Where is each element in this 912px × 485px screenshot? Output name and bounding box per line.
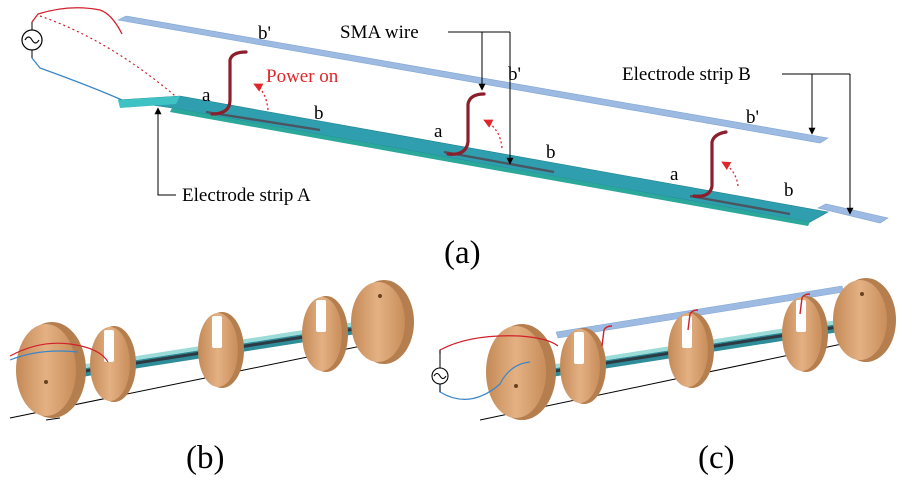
label-a-2: a — [434, 121, 443, 142]
sma-wire-c-3 — [799, 293, 811, 315]
sma-base-2 — [443, 150, 555, 174]
power-on-label: Power on — [266, 66, 339, 87]
disk-b-2 — [90, 326, 136, 402]
lead-blue-b — [9, 350, 79, 361]
disk-c-5 — [833, 278, 896, 362]
ac-source-icon — [21, 22, 43, 58]
sma-base-3 — [689, 194, 791, 216]
disk-b-3 — [198, 312, 244, 388]
sma-wire-2 — [446, 92, 486, 156]
lead-red-b — [9, 342, 109, 363]
disk-c-3 — [668, 312, 714, 388]
label-bprime-3: b' — [746, 107, 759, 128]
caption-c: (c) — [698, 440, 735, 476]
disk-b-4 — [302, 296, 348, 372]
label-b-3: b — [784, 180, 794, 201]
electrode-strip-b-tail — [817, 203, 889, 224]
lead-blue-c — [439, 361, 531, 400]
sma-wire-label: SMA wire — [340, 22, 419, 43]
power-on-arrow-1 — [253, 83, 269, 111]
sma-wire-3 — [692, 130, 728, 198]
panel-a: a b b' a b b' a b b' Power on SMA wire E… — [21, 7, 889, 271]
power-on-arrow-2 — [483, 119, 503, 149]
disk-c-1 — [486, 324, 556, 420]
disk-c-4 — [782, 296, 828, 372]
electrode-strip-a-label: Electrode strip A — [182, 185, 311, 206]
electrode-strip-a-edge — [170, 108, 810, 226]
label-b-2: b — [546, 142, 556, 163]
label-a-1: a — [202, 85, 211, 106]
lead-red-wire — [31, 7, 123, 35]
power-on-arrow-3 — [721, 161, 739, 187]
electrode-strip-a — [117, 95, 829, 223]
label-a-3: a — [670, 164, 679, 185]
sma-wire-c-1 — [601, 325, 613, 347]
lead-blue-wire — [31, 57, 123, 101]
lead-dotted-connection — [39, 15, 181, 101]
caption-b: (b) — [186, 440, 224, 476]
caption-a: (a) — [444, 235, 481, 271]
label-bprime-2: b' — [508, 64, 521, 85]
electrode-strip-b-label: Electrode strip B — [622, 64, 751, 85]
sma-wire-c-2 — [687, 309, 699, 331]
label-b-1: b — [314, 103, 324, 124]
panel-b: (b) — [9, 280, 414, 476]
lead-red-c — [439, 335, 559, 354]
disk-c-2 — [560, 328, 606, 404]
panel-c: (c) — [431, 278, 896, 476]
electrode-strip-a-top — [118, 96, 180, 108]
electrode-strip-b — [117, 15, 829, 144]
ac-source-icon-c — [431, 367, 449, 385]
sma-wire-1 — [210, 50, 248, 116]
base-line-b-2 — [45, 417, 61, 421]
electrode-strip-a-callout-line — [154, 107, 176, 196]
sma-base-1 — [205, 110, 321, 132]
disk-b-5 — [351, 280, 414, 364]
disk-b-1 — [16, 322, 86, 418]
label-bprime-1: b' — [258, 23, 271, 44]
